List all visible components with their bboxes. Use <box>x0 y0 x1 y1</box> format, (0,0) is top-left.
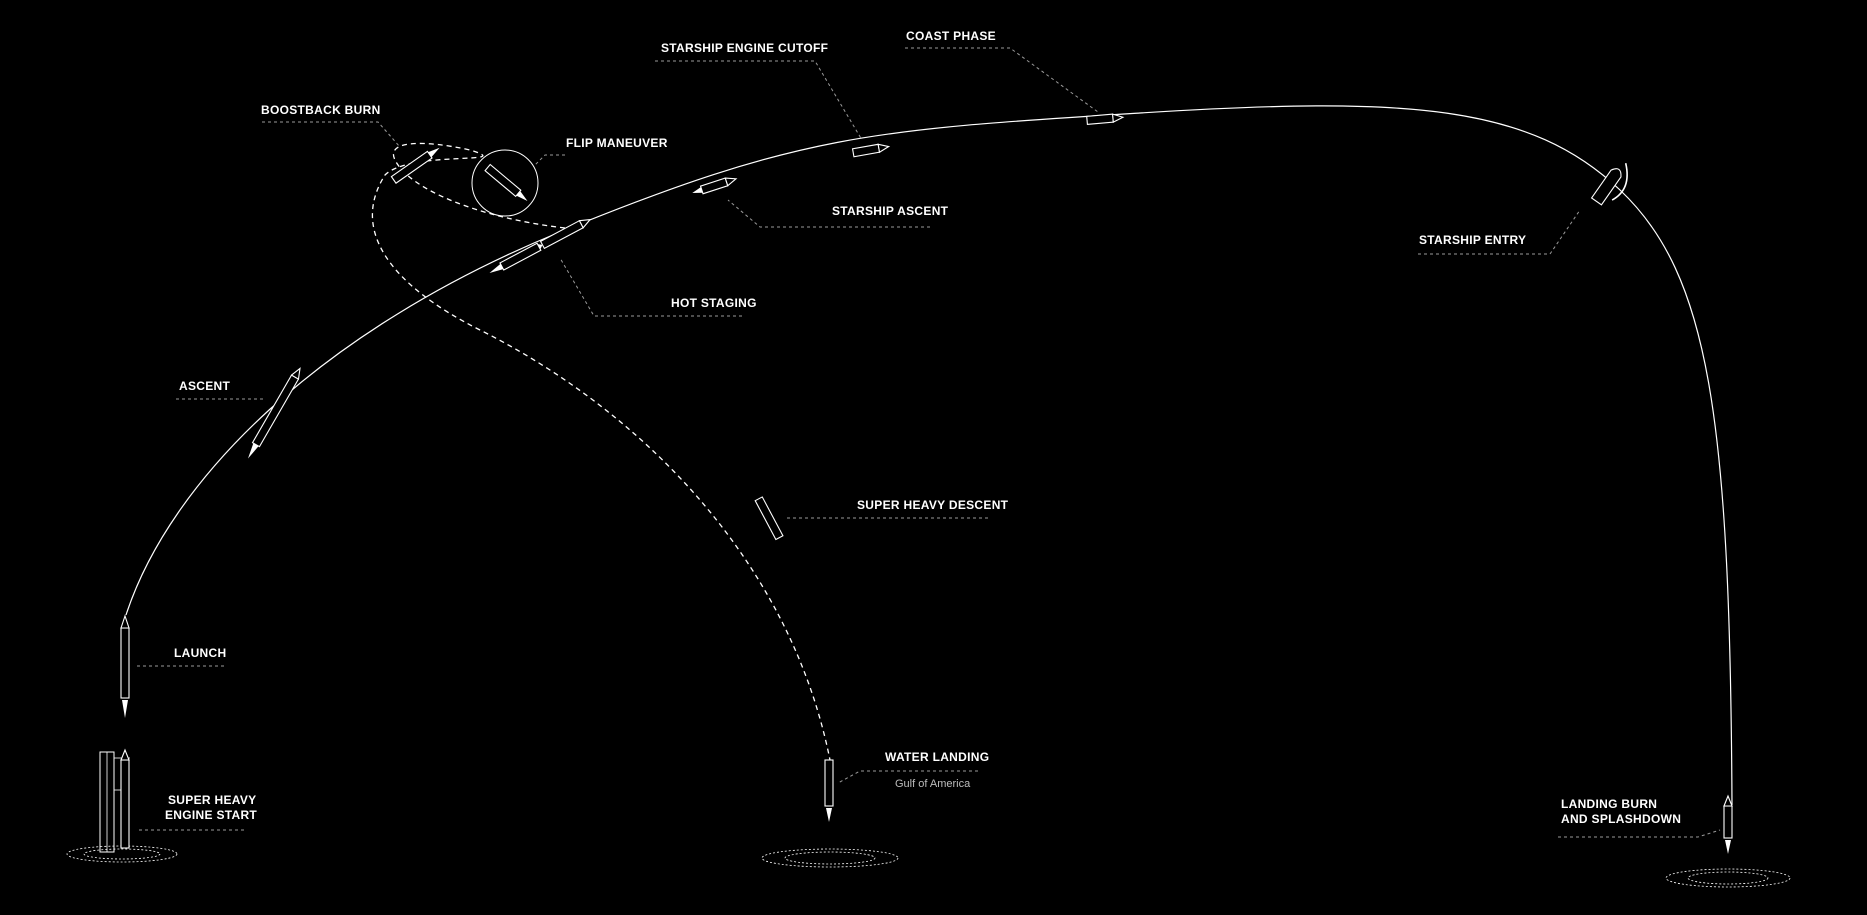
leader-starship-ascent <box>727 199 930 228</box>
label-starship-engine-cutoff: STARSHIP ENGINE CUTOFF <box>661 41 828 55</box>
leader-landing-burn <box>1558 829 1721 838</box>
vehicle-on-pad-icon <box>120 748 130 849</box>
label-engine-start-line2: ENGINE START <box>165 808 257 822</box>
water-landing-rings <box>761 848 899 868</box>
label-landing-burn-line2: AND SPLASHDOWN <box>1561 812 1681 826</box>
label-flip-maneuver: FLIP MANEUVER <box>566 136 668 150</box>
starship-engine-cutoff-icon <box>851 143 891 158</box>
booster-water-landing-icon <box>824 759 834 822</box>
label-ascent: ASCENT <box>179 379 231 393</box>
label-water-landing: WATER LANDING <box>885 750 989 764</box>
vehicle-hot-staging-icon <box>489 218 592 274</box>
leader-entry <box>1418 209 1581 255</box>
splashdown-rings <box>1665 868 1791 888</box>
label-water-landing-location: Gulf of America <box>895 778 971 790</box>
label-boostback-burn: BOOSTBACK BURN <box>261 103 381 117</box>
starship-coast-icon <box>1086 113 1125 125</box>
label-starship-ascent: STARSHIP ASCENT <box>832 204 949 218</box>
vehicle-ascent-icon <box>248 367 301 459</box>
leader-water-landing <box>837 770 978 784</box>
leader-boostback <box>262 121 401 148</box>
booster-descent-icon <box>754 496 784 541</box>
leader-flip <box>534 154 565 166</box>
leader-hot-staging <box>559 257 742 317</box>
label-landing-burn-line1: LANDING BURN <box>1561 797 1657 811</box>
label-coast-phase: COAST PHASE <box>906 29 996 43</box>
leader-coast <box>905 47 1099 113</box>
label-launch: LAUNCH <box>174 646 226 660</box>
booster-boostback-icon <box>390 147 440 184</box>
label-starship-entry: STARSHIP ENTRY <box>1419 233 1526 247</box>
starship-trajectory <box>125 105 1733 806</box>
starship-splashdown-icon <box>1723 794 1733 854</box>
label-super-heavy-descent: SUPER HEAVY DESCENT <box>857 498 1009 512</box>
label-engine-start-line1: SUPER HEAVY <box>168 793 256 807</box>
vehicle-launch-icon <box>120 614 130 718</box>
starship-ascent-icon <box>692 177 738 195</box>
leader-engine-cutoff <box>655 60 863 141</box>
flip-maneuver-icon <box>471 149 539 217</box>
label-hot-staging: HOT STAGING <box>671 296 757 310</box>
starship-entry-icon <box>1590 163 1628 206</box>
booster-trajectory <box>371 142 831 761</box>
